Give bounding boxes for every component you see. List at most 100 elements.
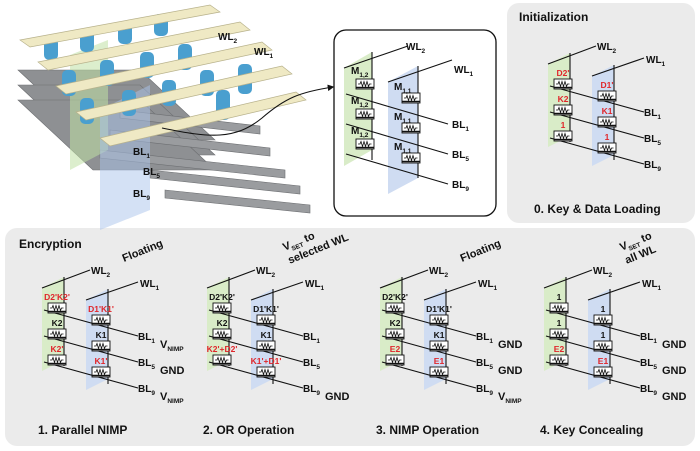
init-bl9-label: BL9 (644, 160, 661, 173)
step3-cell-value-6: E1 (434, 356, 445, 366)
step4-cell-value-5: E2 (554, 344, 565, 354)
svg-text:BL9: BL9 (452, 180, 469, 193)
step4-wl1-label: WL1 (642, 279, 662, 292)
svg-text:WL2: WL2 (218, 32, 238, 45)
init-memristor-4 (597, 116, 617, 128)
step3-memristor-3 (385, 328, 405, 340)
step-3-bias-2: GND (498, 365, 523, 377)
step2-memristor-1 (212, 302, 232, 314)
step-3-caption: 3. NIMP Operation (376, 423, 479, 437)
step3-cell-value-4: K1 (434, 330, 445, 340)
init-bl5-label: BL5 (644, 134, 661, 147)
init-cell-value-6: 1 (605, 132, 610, 142)
svg-text:BL9: BL9 (133, 189, 150, 202)
step3-memristor-1 (385, 302, 405, 314)
init-memristor-1 (553, 78, 573, 90)
step3-cell-value-2: D1'K1' (426, 304, 452, 314)
step4-bl1-label: BL1 (640, 332, 657, 345)
step-4-caption: 4. Key Concealing (540, 423, 643, 437)
step3-memristor-4 (429, 340, 449, 352)
step2-memristor-6 (256, 366, 276, 378)
step4-memristor-5 (549, 354, 569, 366)
step4-cell-value-2: 1 (601, 304, 606, 314)
step1-cell-value-5: K2' (51, 344, 64, 354)
step4-memristor-1 (549, 302, 569, 314)
step2-bl9-label: BL9 (303, 384, 320, 397)
encryption-panel (5, 228, 695, 446)
step2-memristor-2 (256, 314, 276, 326)
step2-bl1-label: BL1 (303, 332, 320, 345)
init-memristor-3 (553, 104, 573, 116)
step4-wl2-label: WL2 (593, 266, 613, 279)
step3-cell-value-3: K2 (390, 318, 401, 328)
step2-cell-value-6: K1'+D1' (251, 356, 282, 366)
step3-cell-value-5: E2 (390, 344, 401, 354)
step-1-bias-2: GND (160, 365, 185, 377)
svg-text:WL1: WL1 (254, 47, 274, 60)
step4-cell-value-4: 1 (601, 330, 606, 340)
step1-wl2-label: WL2 (91, 266, 111, 279)
step1-wl1-label: WL1 (140, 279, 160, 292)
step1-bl5-label: BL5 (138, 358, 155, 371)
step3-cell-value-1: D2'K2' (382, 292, 408, 302)
step2-cell-value-3: K2 (217, 318, 228, 328)
init-cell-value-1: D2' (557, 68, 570, 78)
step3-wl1-label: WL1 (478, 279, 498, 292)
step2-wl2-label: WL2 (256, 266, 276, 279)
step2-memristor-3 (212, 328, 232, 340)
step1-cell-value-6: K1' (95, 356, 108, 366)
step1-bl1-label: BL1 (138, 332, 155, 345)
init-memristor-5 (553, 130, 573, 142)
initialization-header: Initialization (519, 10, 588, 24)
step-1-caption: 1. Parallel NIMP (38, 423, 127, 437)
step1-cell-value-1: D2'K2' (44, 292, 70, 302)
init-cell-value-2: D1' (601, 80, 614, 90)
step4-cell-value-1: 1 (557, 292, 562, 302)
step-3-bias-1: GND (498, 339, 523, 351)
step2-cell-value-4: K1 (261, 330, 272, 340)
svg-text:BL1: BL1 (452, 120, 469, 133)
wordline-bars (19, 4, 307, 147)
init-cell-value-5: 1 (561, 120, 566, 130)
step3-bl9-label: BL9 (476, 384, 493, 397)
step4-cell-value-6: E1 (598, 356, 609, 366)
step1-memristor-4 (91, 340, 111, 352)
zoom-arrow (161, 84, 335, 136)
step-4-bias-3: GND (662, 391, 687, 403)
step1-memristor-6 (91, 366, 111, 378)
svg-text:WL2: WL2 (406, 42, 426, 55)
step3-bl5-label: BL5 (476, 358, 493, 371)
step-2-caption: 2. OR Operation (203, 423, 294, 437)
step1-bl9-label: BL9 (138, 384, 155, 397)
step3-wl2-label: WL2 (429, 266, 449, 279)
initialization-caption: 0. Key & Data Loading (534, 202, 661, 216)
step1-memristor-3 (47, 328, 67, 340)
step1-cell-value-2: D1'K1' (88, 304, 114, 314)
step2-cell-value-5: K2'+D2' (207, 344, 238, 354)
init-bl1-label: BL1 (644, 108, 661, 121)
step2-memristor-4 (256, 340, 276, 352)
step4-memristor-3 (549, 328, 569, 340)
svg-text:BL5: BL5 (143, 167, 160, 180)
step4-memristor-4 (593, 340, 613, 352)
step4-memristor-2 (593, 314, 613, 326)
init-wl2-label: WL2 (597, 42, 617, 55)
step4-cell-value-3: 1 (557, 318, 562, 328)
step4-bl5-label: BL5 (640, 358, 657, 371)
step2-wl1-label: WL1 (305, 279, 325, 292)
svg-text:BL5: BL5 (452, 150, 469, 163)
svg-text:BL1: BL1 (133, 147, 150, 160)
step2-cell-value-2: D1'K1' (253, 304, 279, 314)
init-cell-value-3: K2 (558, 94, 569, 104)
init-wl1-label: WL1 (646, 55, 666, 68)
step4-memristor-6 (593, 366, 613, 378)
step3-bl1-label: BL1 (476, 332, 493, 345)
init-memristor-2 (597, 90, 617, 102)
step2-bl5-label: BL5 (303, 358, 320, 371)
svg-text:WL1: WL1 (454, 65, 474, 78)
step1-memristor-5 (47, 354, 67, 366)
